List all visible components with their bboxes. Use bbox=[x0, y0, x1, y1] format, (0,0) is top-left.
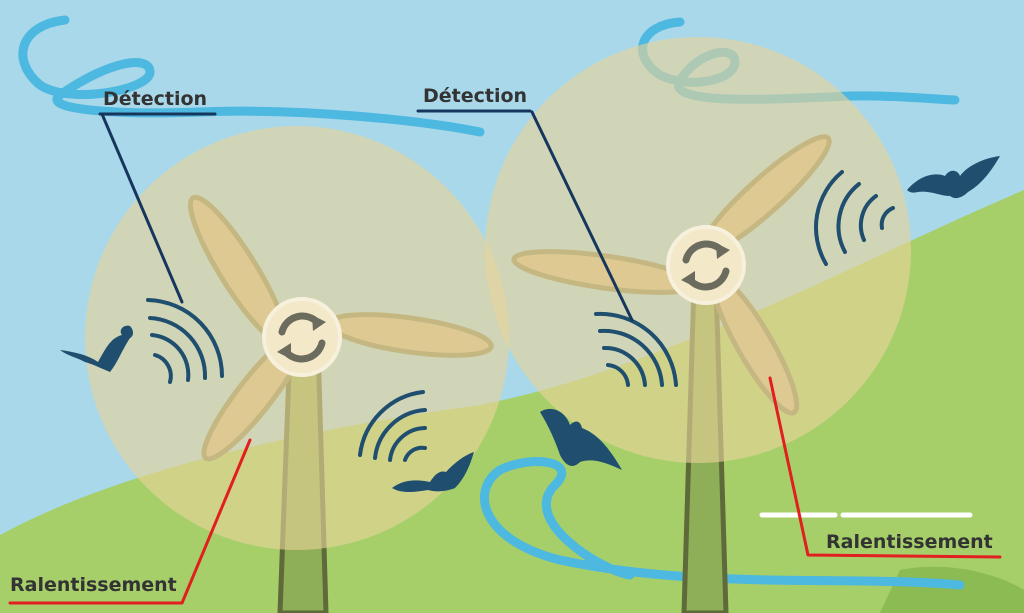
bat-icon bbox=[540, 408, 622, 470]
slowdown-callout-line bbox=[768, 376, 1002, 559]
slowdown-callout-line bbox=[8, 438, 252, 605]
detection-callout-line bbox=[416, 109, 634, 322]
detection-callout-line bbox=[98, 112, 217, 304]
rotor-hub bbox=[666, 225, 746, 305]
bat-icon bbox=[907, 156, 1000, 199]
detection-label-left: Détection bbox=[103, 88, 208, 110]
bat-icon bbox=[60, 325, 133, 372]
wind-swirl-icon bbox=[18, 15, 485, 137]
detection-label-right: Détection bbox=[423, 85, 528, 107]
slowdown-label-right: Ralentissement bbox=[826, 531, 993, 553]
sound-wave-icon bbox=[358, 390, 427, 462]
sound-wave-icon bbox=[814, 170, 895, 266]
rotation-arrows-icon bbox=[681, 240, 730, 291]
turbine-right bbox=[485, 37, 911, 613]
rotor-hub bbox=[262, 297, 342, 377]
bat-icon bbox=[392, 452, 474, 492]
sound-wave-icon bbox=[146, 298, 224, 384]
wind-swirl-icon bbox=[480, 457, 965, 590]
turbine-left bbox=[85, 126, 509, 613]
rotation-arrows-icon bbox=[277, 312, 326, 363]
slowdown-label-left: Ralentissement bbox=[10, 574, 177, 596]
sound-wave-icon bbox=[594, 311, 678, 387]
